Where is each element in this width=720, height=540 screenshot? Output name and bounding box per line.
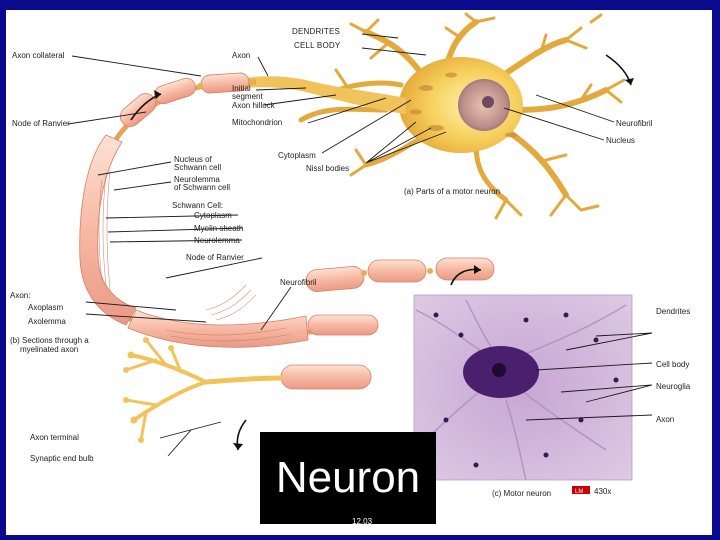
label-dendrites-micro: Dendrites [656,307,690,316]
label-myelin-sheath: Myelin sheath [194,224,243,233]
label-node-of-ranvier-2: Node of Ranvier [186,253,244,262]
label-neuroglia: Neuroglia [656,382,691,391]
label-caption-b-1: (b) Sections through a [10,336,89,345]
label-cytoplasm: Cytoplasm [278,151,316,160]
nissl-bodies-shape [410,72,517,138]
label-initial-segment-2: segment [232,92,263,101]
label-synaptic-end-bulb: Synaptic end bulb [30,454,94,463]
label-axon: Axon [232,51,250,60]
diagram-labels: DENDRITES CELL BODY Axon collateral Axon… [10,27,691,498]
label-axolemma: Axolemma [28,317,66,326]
lm-badge [572,486,590,494]
figure-number: 12.03 [352,517,373,526]
micrograph [413,294,633,494]
arrow-heads [154,78,634,450]
label-neurolemma-schwann-1: Neurolemma [174,175,220,184]
label-mitochondrion: Mitochondrion [232,118,282,127]
slide: DENDRITES CELL BODY Axon collateral Axon… [6,10,712,535]
label-schwann-cell: Schwann Cell: [172,201,223,210]
label-cytoplasm-schwann: Cytoplasm [194,211,232,220]
label-node-of-ranvier: Node of Ranvier [12,119,70,128]
label-initial-segment-1: Initial [232,84,251,93]
title-box: Neuron [260,432,436,524]
neuron-diagram: DENDRITES CELL BODY Axon collateral Axon… [10,12,691,498]
label-lm-badge: LM [575,489,583,495]
right-axon-segments [305,257,495,292]
label-nucleus: Nucleus [606,136,635,145]
myelin-layers [98,169,292,342]
label-nucleus-schwann-1: Nucleus of [174,155,213,164]
label-nissl-bodies: Nissl bodies [306,164,349,173]
label-caption-a: (a) Parts of a motor neuron [404,187,500,196]
label-neurofibril-top: Neurofibril [616,119,653,128]
nucleolus-shape [482,96,494,108]
dendrite-branches [298,12,626,220]
label-axon-hillock: Axon hillock [232,101,276,110]
label-neurofibril-mid: Neurofibril [280,278,317,287]
slide-title: Neuron [275,453,421,502]
label-neurolemma-schwann-2: of Schwann cell [174,183,230,192]
leader-lines [67,33,653,457]
label-axon-micro: Axon [656,415,674,424]
label-caption-b-2: myelinated axon [20,345,78,354]
label-cell-body-micro: Cell body [656,360,689,369]
axon-terminal-shape [124,338,284,442]
label-dendrites: DENDRITES [292,27,340,36]
label-neurolemma: Neurolemma [194,236,240,245]
label-axoplasm: Axoplasm [28,303,63,312]
synaptic-end-bulbs [123,337,174,443]
label-axon-parts: Axon: [10,291,30,300]
nodes-of-ranvier [197,79,433,276]
label-magnification: 430x [594,487,611,496]
label-axon-collateral: Axon collateral [12,51,65,60]
label-nucleus-schwann-2: Schwann cell [174,163,221,172]
label-axon-terminal: Axon terminal [30,433,79,442]
label-cell-body: CELL BODY [294,41,341,50]
label-caption-c: (c) Motor neuron [492,489,551,498]
